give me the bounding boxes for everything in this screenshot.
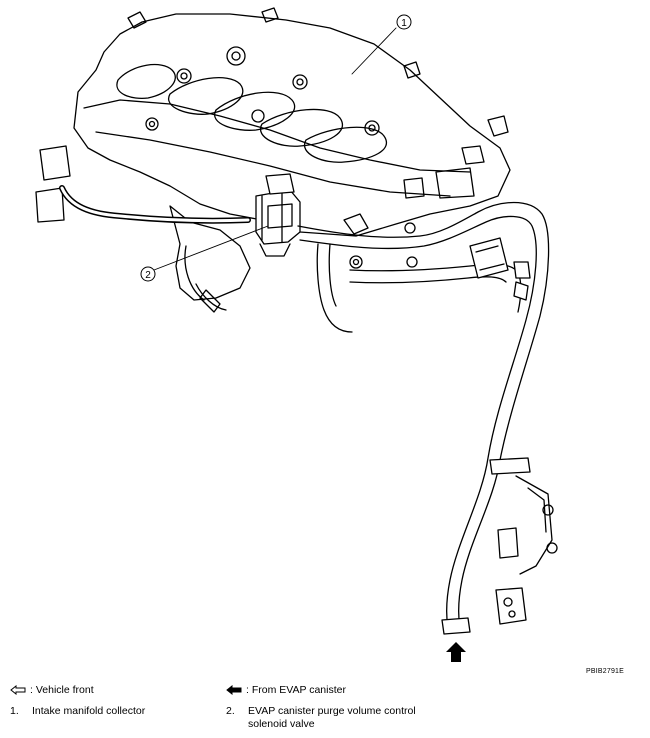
legend-item-2-number: 2. [226,705,235,717]
hollow-left-arrow-icon [10,685,26,696]
solid-up-arrow-icon [446,642,466,662]
evap-purge-solenoid-valve [255,173,301,257]
legend-from-canister-label: : From EVAP canister [246,684,346,696]
vacuum-hose [59,185,251,224]
legend-from-canister: : From EVAP canister [226,684,346,697]
legend-item-2: 2. EVAP canister purge volume control sol… [226,705,466,731]
evap-purge-tube [297,201,558,635]
legend-vehicle-front: : Vehicle front [10,684,94,697]
legend-item-1-number: 1. [10,705,19,717]
legend-vehicle-front-label: : Vehicle front [30,684,94,696]
lower-manifold [169,205,418,333]
callout-1: 1 [396,14,412,30]
solid-left-arrow-icon [226,685,242,696]
intake-manifold-collector [35,7,511,237]
callout-leaders [153,27,397,271]
engine-diagram: 1 2 [35,7,558,662]
legend-item-1: 1. Intake manifold collector [10,705,145,718]
legend-item-1-text: Intake manifold collector [32,705,146,717]
callout-1-label: 1 [401,18,407,29]
callout-2-label: 2 [145,270,151,281]
callout-2: 2 [140,266,156,282]
figure-code: PBIB2791E [586,668,624,675]
legend-item-2-text: EVAP canister purge volume control solen… [248,705,416,730]
